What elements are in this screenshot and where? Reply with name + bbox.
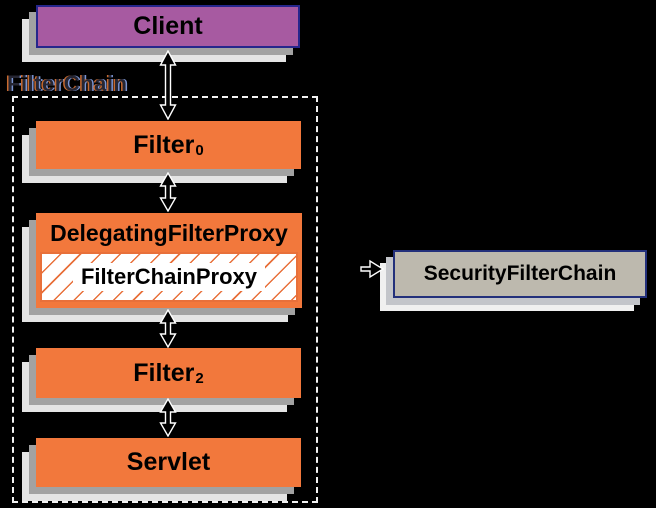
client-box: Client [36, 5, 300, 48]
client-label: Client [133, 12, 203, 40]
security-filter-chain-box: SecurityFilterChain [393, 250, 647, 298]
security-filter-chain-label: SecurityFilterChain [423, 262, 617, 285]
filter-chain-proxy-label: FilterChainProxy [72, 263, 266, 291]
filter-chain-proxy-box: FilterChainProxy [40, 252, 298, 302]
servlet-label: Servlet [126, 448, 211, 476]
filterchain-label: FilterChain [7, 71, 128, 96]
filter0-subscript: 0 [195, 141, 204, 159]
filter2-label: Filter [133, 358, 195, 387]
filter0-label: Filter [133, 130, 195, 159]
filter2-subscript: 2 [195, 369, 204, 387]
bidirectional-arrow-client-filter0-icon [159, 50, 177, 120]
bidirectional-arrow-filter0-delegatingfilterproxy-icon [159, 172, 177, 212]
delegating-filter-proxy-box: DelegatingFilterProxy FilterChainProxy [36, 213, 302, 308]
bidirectional-arrow-delegatingfilterproxy-filter2-icon [159, 309, 177, 348]
delegating-filter-proxy-label: DelegatingFilterProxy [50, 219, 288, 246]
servlet-box: Servlet [36, 438, 301, 487]
arrow-to-security-filter-chain-icon [360, 259, 384, 279]
bidirectional-arrow-filter2-servlet-icon [159, 398, 177, 437]
